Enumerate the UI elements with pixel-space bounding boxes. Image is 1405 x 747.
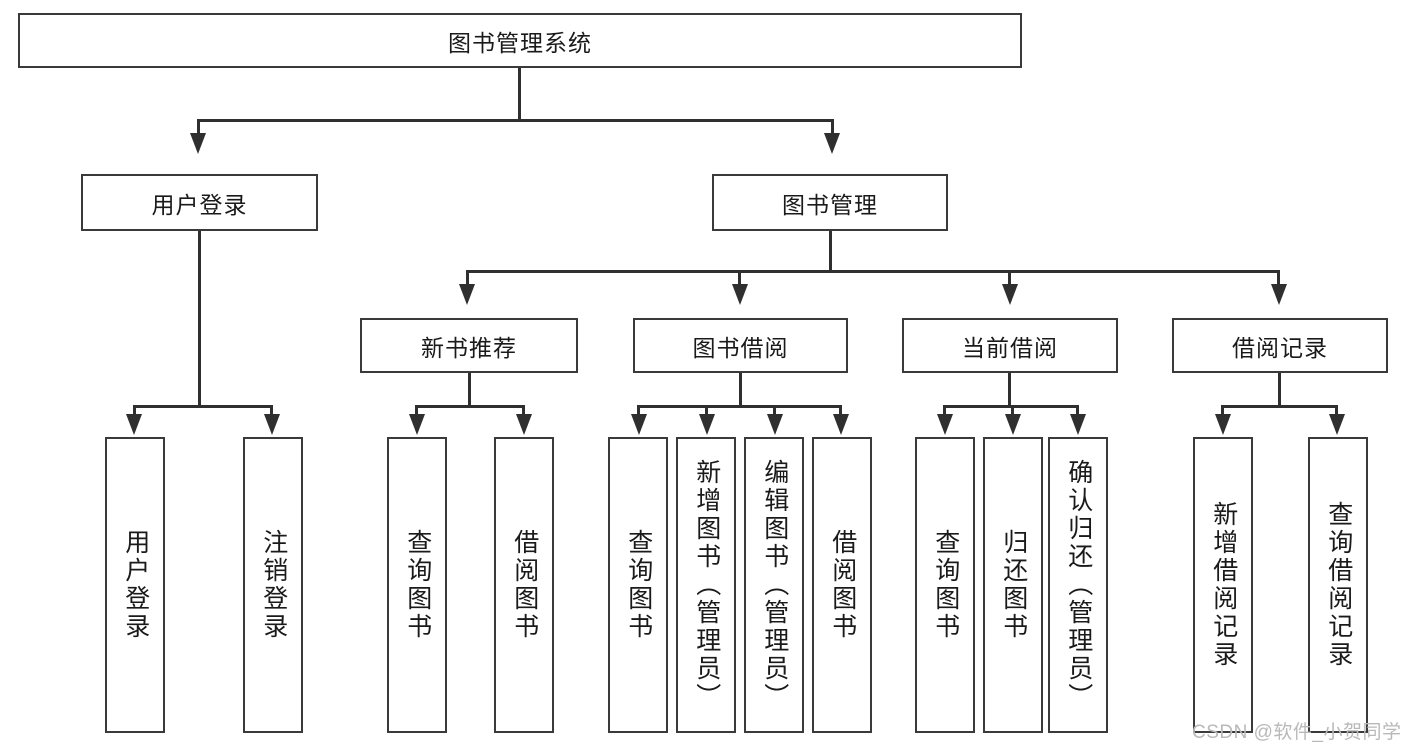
edge-drop-br-leaf-2 bbox=[1335, 405, 1338, 419]
arrow-to-leaf-add-borrow-record bbox=[1215, 414, 1231, 435]
node-book-management[interactable]: 图书管理 bbox=[712, 174, 948, 231]
leaf-label: 新增图书（管理员） bbox=[692, 459, 721, 711]
node-root-book-management-system[interactable]: 图书管理系统 bbox=[18, 13, 1022, 68]
leaf-query-borrow-record[interactable]: 查询借阅记录 bbox=[1308, 437, 1368, 733]
arrow-to-leaf-logout bbox=[264, 414, 280, 435]
arrow-to-leaf-user-login bbox=[126, 414, 142, 435]
leaf-label: 确认归还（管理员） bbox=[1064, 459, 1093, 711]
edge-drop-bb-leaf-4 bbox=[839, 405, 842, 419]
edge-book-borrow-bus bbox=[637, 405, 842, 408]
edge-drop-cb-leaf-3 bbox=[1076, 405, 1079, 419]
leaf-return-book[interactable]: 归还图书 bbox=[983, 437, 1043, 733]
leaf-label: 归还图书 bbox=[999, 529, 1028, 641]
edge-drop-bb-leaf-1 bbox=[637, 405, 640, 419]
leaf-query-book-borrow[interactable]: 查询图书 bbox=[608, 437, 668, 733]
edge-drop-cb-leaf-1 bbox=[943, 405, 946, 419]
edge-current-borrow-bus bbox=[943, 405, 1078, 408]
edge-root-drop-book-management bbox=[831, 119, 834, 139]
node-label: 用户登录 bbox=[151, 191, 248, 218]
edge-current-borrow-stem bbox=[1008, 373, 1011, 407]
edge-drop-nbr-leaf-2 bbox=[522, 405, 525, 419]
edge-drop-user-login-leaf-1 bbox=[133, 405, 136, 419]
edge-book-management-stem bbox=[829, 231, 832, 272]
edge-new-book-recommend-stem bbox=[468, 373, 471, 407]
leaf-confirm-return-admin[interactable]: 确认归还（管理员） bbox=[1048, 437, 1108, 733]
arrow-to-new-book-recommend bbox=[459, 284, 475, 305]
arrow-to-leaf-add-book bbox=[699, 414, 715, 435]
arrow-to-leaf-return-book bbox=[1005, 414, 1021, 435]
leaf-label: 查询图书 bbox=[624, 529, 653, 641]
leaf-label: 新增借阅记录 bbox=[1209, 501, 1238, 669]
edge-root-stem bbox=[518, 68, 521, 121]
edge-drop-bb-leaf-2 bbox=[705, 405, 708, 419]
arrow-to-leaf-borrow-book-nbr bbox=[516, 414, 532, 435]
edge-drop-current-borrow bbox=[1008, 270, 1011, 290]
edge-drop-nbr-leaf-1 bbox=[415, 405, 418, 419]
node-label: 新书推荐 bbox=[421, 334, 517, 361]
node-borrow-record[interactable]: 借阅记录 bbox=[1172, 318, 1388, 373]
arrow-to-leaf-query-book-bb bbox=[631, 414, 647, 435]
edge-user-login-stem bbox=[198, 231, 201, 407]
edge-drop-new-book-recommend bbox=[466, 270, 469, 290]
edge-root-drop-user-login bbox=[197, 119, 200, 139]
edge-drop-borrow-record bbox=[1277, 270, 1280, 290]
arrow-to-user-login bbox=[190, 133, 206, 154]
node-label: 图书管理系统 bbox=[448, 29, 592, 56]
arrow-to-book-borrow bbox=[732, 284, 748, 305]
leaf-query-book-current[interactable]: 查询图书 bbox=[915, 437, 975, 733]
arrow-to-borrow-record bbox=[1271, 284, 1287, 305]
csdn-watermark: CSDN @软件_小贺同学 bbox=[1192, 722, 1402, 743]
node-book-borrow[interactable]: 图书借阅 bbox=[633, 318, 848, 373]
node-label: 图书管理 bbox=[782, 191, 878, 218]
leaf-user-login[interactable]: 用户登录 bbox=[105, 437, 165, 733]
leaf-add-book-admin[interactable]: 新增图书（管理员） bbox=[676, 437, 736, 733]
edge-drop-br-leaf-1 bbox=[1221, 405, 1224, 419]
edge-drop-cb-leaf-2 bbox=[1011, 405, 1014, 419]
arrow-to-current-borrow bbox=[1002, 284, 1018, 305]
arrow-to-leaf-query-borrow-record bbox=[1329, 414, 1345, 435]
edge-user-login-bus bbox=[133, 405, 273, 408]
node-label: 借阅记录 bbox=[1232, 334, 1328, 361]
edge-borrow-record-bus bbox=[1221, 405, 1338, 408]
arrow-to-leaf-query-book-cb bbox=[937, 414, 953, 435]
edge-root-bus bbox=[197, 119, 834, 122]
leaf-label: 注销登录 bbox=[259, 529, 288, 641]
edge-new-book-recommend-bus bbox=[415, 405, 525, 408]
leaf-label: 查询图书 bbox=[403, 529, 432, 641]
edge-drop-user-login-leaf-2 bbox=[270, 405, 273, 419]
leaf-label: 借阅图书 bbox=[828, 529, 857, 641]
leaf-label: 借阅图书 bbox=[510, 529, 539, 641]
edge-borrow-record-stem bbox=[1278, 373, 1281, 407]
leaf-label: 查询借阅记录 bbox=[1324, 501, 1353, 669]
edge-drop-book-borrow bbox=[738, 270, 741, 290]
leaf-label: 编辑图书（管理员） bbox=[760, 459, 789, 711]
edge-level3-bus bbox=[466, 270, 1280, 273]
leaf-query-book-new-recommend[interactable]: 查询图书 bbox=[387, 437, 447, 733]
leaf-borrow-book-new-recommend[interactable]: 借阅图书 bbox=[494, 437, 554, 733]
node-label: 当前借阅 bbox=[962, 334, 1058, 361]
leaf-add-borrow-record[interactable]: 新增借阅记录 bbox=[1193, 437, 1253, 733]
arrow-to-leaf-edit-book bbox=[767, 414, 783, 435]
arrow-to-leaf-query-book-nbr bbox=[409, 414, 425, 435]
arrow-to-book-management bbox=[824, 133, 840, 154]
arrow-to-leaf-confirm-return bbox=[1070, 414, 1086, 435]
leaf-label: 用户登录 bbox=[121, 529, 150, 641]
edge-book-borrow-stem bbox=[739, 373, 742, 407]
node-current-borrow[interactable]: 当前借阅 bbox=[902, 318, 1118, 373]
edge-drop-bb-leaf-3 bbox=[773, 405, 776, 419]
node-label: 图书借阅 bbox=[692, 334, 789, 361]
node-new-book-recommend[interactable]: 新书推荐 bbox=[360, 318, 578, 373]
leaf-label: 查询图书 bbox=[931, 529, 960, 641]
leaf-borrow-book[interactable]: 借阅图书 bbox=[812, 437, 872, 733]
leaf-edit-book-admin[interactable]: 编辑图书（管理员） bbox=[744, 437, 804, 733]
arrow-to-leaf-borrow-book-bb bbox=[833, 414, 849, 435]
leaf-logout[interactable]: 注销登录 bbox=[243, 437, 303, 733]
node-user-login[interactable]: 用户登录 bbox=[81, 174, 318, 231]
